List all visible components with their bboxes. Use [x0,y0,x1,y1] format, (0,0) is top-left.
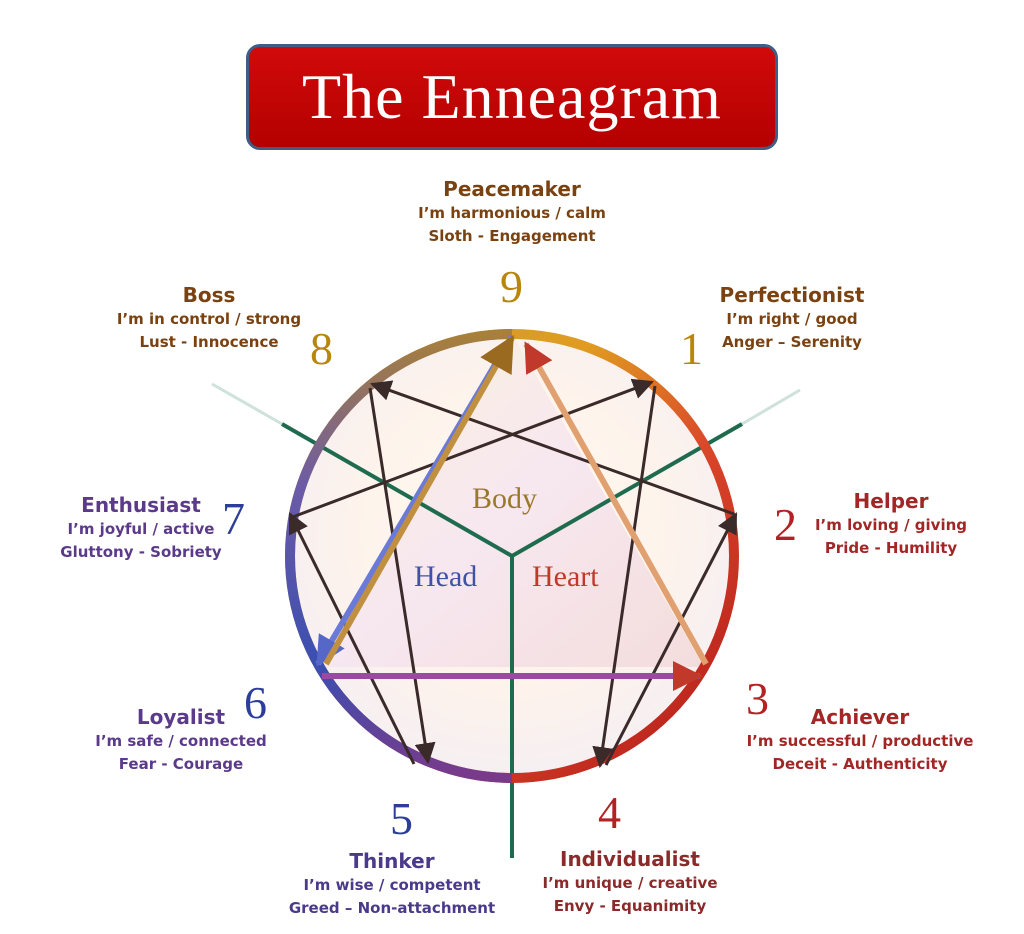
triangle-fill [320,334,704,667]
divider-extensions [211,382,801,426]
type-passion-virtue: Sloth - Engagement [428,227,596,245]
number-2: 2 [774,499,797,550]
type-name: Loyalist [136,705,226,729]
type-name: Thinker [349,849,435,873]
type-description: I’m in control / strong [116,310,302,328]
number-1: 1 [680,323,703,374]
number-4: 4 [598,787,621,838]
number-7: 7 [222,493,245,544]
type-5-thinker: Thinker I’m wise / competent Greed – Non… [286,848,498,920]
type-passion-virtue: Fear - Courage [118,755,244,773]
hexad-arrows [288,378,738,769]
type-description: I’m unique / creative [542,874,718,892]
type-description: I’m joyful / active [67,520,215,538]
type-description: I’m wise / competent [303,876,481,894]
center-label-heart: Heart [532,560,599,593]
type-7-enthusiast: Enthusiast I’m joyful / active Gluttony … [56,492,226,564]
number-3: 3 [746,673,769,724]
type-name: Enthusiast [81,493,201,517]
center-label-body: Body [472,482,538,515]
type-name: Achiever [810,705,910,729]
type-passion-virtue: Pride - Humility [824,539,958,557]
type-passion-virtue: Deceit - Authenticity [772,755,948,773]
type-passion-virtue: Anger – Serenity [722,333,862,351]
number-9: 9 [500,261,523,312]
number-8: 8 [310,323,333,374]
type-name: Individualist [560,847,700,871]
type-passion-virtue: Greed – Non-attachment [288,899,496,917]
type-passion-virtue: Gluttony - Sobriety [60,543,222,561]
number-5: 5 [390,793,413,844]
type-passion-virtue: Envy - Equanimity [553,897,707,915]
diagram-title: The Enneagram [302,61,722,132]
type-8-boss: Boss I’m in control / strong Lust - Inno… [112,282,306,354]
center-label-head: Head [414,560,478,593]
type-description: I’m successful / productive [746,732,974,750]
type-name: Perfectionist [719,283,865,307]
type-9-peacemaker: Peacemaker I’m harmonious / calm Sloth -… [412,176,612,248]
type-1-perfectionist: Perfectionist I’m right / good Anger – S… [702,282,882,354]
type-6-loyalist: Loyalist I’m safe / connected Fear - Cou… [86,704,276,776]
type-2-helper: Helper I’m loving / giving Pride - Humil… [806,488,976,560]
type-name: Boss [182,283,236,307]
type-description: I’m safe / connected [95,732,267,750]
triangle-arrows [315,334,709,691]
type-name: Peacemaker [443,177,581,201]
type-name: Helper [853,489,929,513]
title-banner: The Enneagram [246,44,778,150]
type-description: I’m harmonious / calm [418,204,606,222]
type-4-individualist: Individualist I’m unique / creative Envy… [530,846,730,918]
type-3-achiever: Achiever I’m successful / productive Dec… [744,704,976,776]
number-6: 6 [244,677,267,728]
type-passion-virtue: Lust - Innocence [139,333,279,351]
type-description: I’m loving / giving [814,516,968,534]
type-description: I’m right / good [726,310,858,328]
